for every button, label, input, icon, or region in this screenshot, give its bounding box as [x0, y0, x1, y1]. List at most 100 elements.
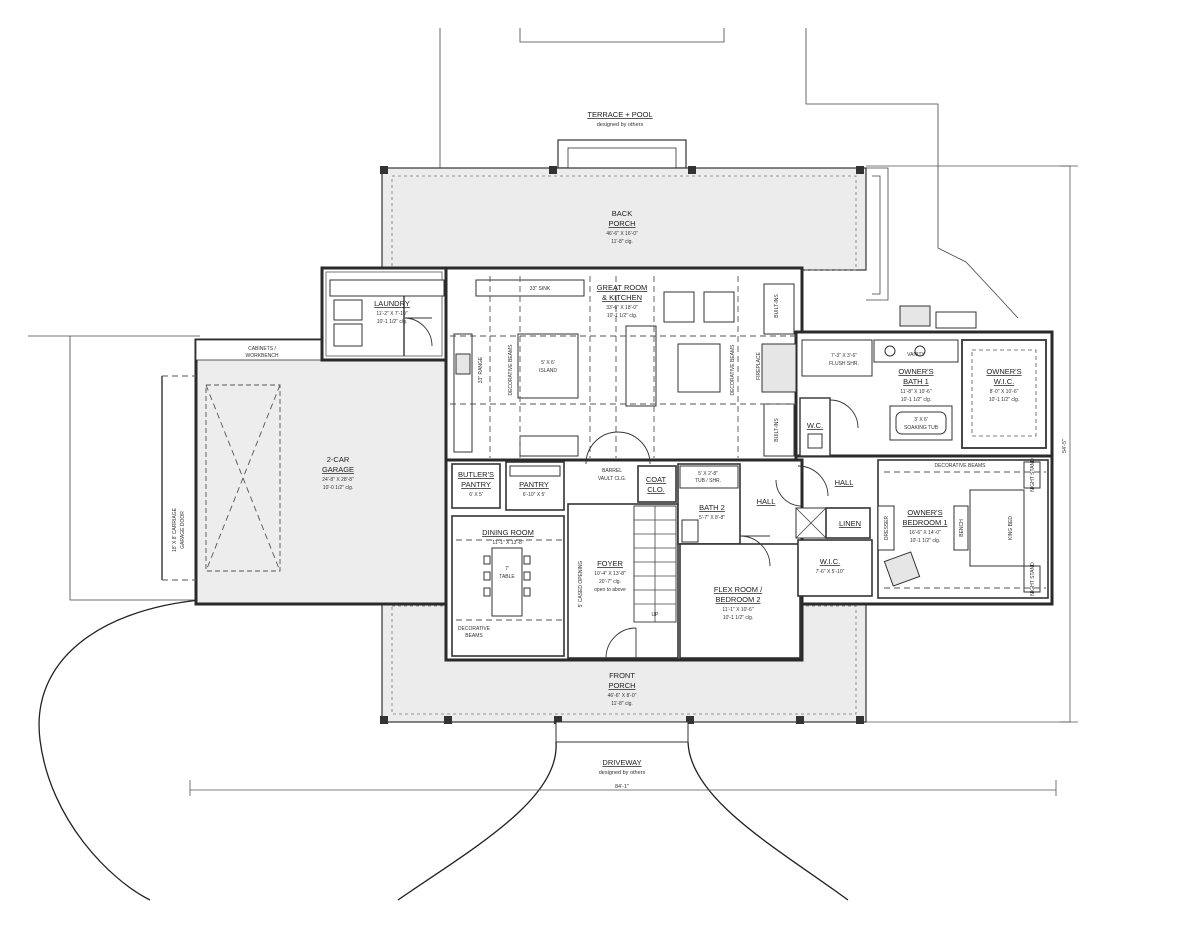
back-porch-size: 46'-6" X 16'-0" — [606, 231, 638, 237]
garage-label: 2-CAR — [327, 455, 350, 464]
dec-beams-dining: DECORATIVE — [458, 626, 491, 632]
foyer — [567, 465, 679, 659]
laundry-fixtures — [329, 279, 445, 356]
workbench-label: WORKBENCH — [245, 353, 278, 359]
owners-bed-ceiling: 10'-1 1/2" clg. — [910, 538, 940, 544]
owners-bath-label-2: BATH 1 — [903, 377, 929, 386]
fireplace-label: FIREPLACE — [756, 351, 762, 379]
flex-size: 11'-1" X 10'-6" — [722, 607, 753, 613]
back-porch-ceiling: 11'-8" clg. — [611, 239, 633, 245]
coat-label-2: CLO. — [647, 485, 665, 494]
hall1-label: HALL — [757, 497, 776, 506]
foyer-size: 10'-4" X 13'-8" — [594, 571, 626, 577]
garage — [161, 338, 448, 606]
front-porch-ceiling: 11'-8" clg. — [611, 701, 633, 707]
linen-label: LINEN — [839, 519, 861, 528]
barrel-label: BARREL — [602, 468, 622, 474]
butlers-pantry-label: BUTLER'S — [458, 470, 494, 479]
garage-door-label-2: GARAGE DOOR — [180, 511, 186, 549]
soaking-tub-size: 3' X 6' — [914, 417, 928, 423]
owners-bed-size: 16'-6" X 14'-0" — [909, 530, 941, 536]
back-porch — [380, 166, 867, 271]
owners-wic-ceiling: 10'-1 1/2" clg. — [989, 397, 1019, 403]
range-label: 33" RANGE — [478, 356, 484, 383]
garage-size: 24'-8" X 28'-8" — [322, 477, 354, 483]
overall-width: 84'-1" — [615, 784, 629, 790]
flex-label-2: BEDROOM 2 — [715, 595, 760, 604]
table-label: 7' — [505, 566, 509, 572]
bath2-size: 5'-7" X 8'-8" — [699, 515, 725, 521]
dining-size: 11'-1" X 13'-8" — [492, 540, 523, 546]
wic-size: 7'-6" X 5'-10" — [816, 569, 845, 575]
vault-label: VAULT CLG. — [598, 476, 626, 482]
flex-ceiling: 10'-1 1/2" clg. — [723, 615, 753, 621]
great-room-label: GREAT ROOM — [597, 283, 648, 292]
soaking-tub-label: SOAKING TUB — [904, 425, 939, 431]
bath2-label: BATH 2 — [699, 503, 725, 512]
back-porch-label: BACK — [612, 209, 632, 218]
great-room-ceiling: 10'-1 1/2" clg. — [607, 313, 637, 319]
great-room-label-2: & KITCHEN — [602, 293, 642, 302]
dec-beams-kitchen: DECORATIVE BEAMS — [508, 344, 514, 396]
vanity-label: VANITY — [907, 352, 925, 358]
foyer-label: FOYER — [597, 559, 623, 568]
kitchen-great-room — [450, 276, 800, 465]
dresser-label: DRESSER — [884, 516, 890, 541]
driveway-label: DRIVEWAY — [602, 758, 641, 767]
flex-label: FLEX ROOM / — [714, 585, 763, 594]
island-label-2: ISLAND — [539, 368, 557, 374]
pantry-label: PANTRY — [519, 480, 549, 489]
terrace-steps — [557, 139, 687, 169]
bath2-flex — [677, 463, 801, 659]
overall-depth: 54'-5" — [1062, 439, 1068, 453]
terrace-note: designed by others — [597, 122, 644, 128]
shower-size: 7'-3" X 3'-6" — [831, 353, 857, 359]
wc-label: W.C. — [807, 421, 823, 430]
sink-label: 33" SINK — [530, 286, 551, 292]
coat-label: COAT — [646, 475, 667, 484]
wic-label: W.I.C. — [820, 557, 840, 566]
back-porch-label-2: PORCH — [608, 219, 635, 228]
dec-beams-dining-2: BEAMS — [465, 633, 483, 639]
table-label-2: TABLE — [499, 574, 515, 580]
room-labels: BACK PORCH 46'-6" X 16'-0" 11'-8" clg. L… — [172, 209, 1036, 707]
butlers-pantry-label-2: PANTRY — [461, 480, 491, 489]
pantries — [451, 461, 565, 657]
owners-bed-label-2: BEDROOM 1 — [902, 518, 947, 527]
owners-bath-ceiling: 10'-1 1/2" clg. — [901, 397, 931, 403]
owners-bath-label: OWNER'S — [898, 367, 933, 376]
stair-up-label: UP — [652, 612, 660, 618]
tub-size: 5' X 2'-8" — [698, 471, 718, 477]
owners-suite-baths — [799, 305, 1047, 457]
front-porch-size: 46'-6" X 8'-0" — [608, 693, 637, 699]
dimension-lines — [189, 165, 1078, 796]
owners-bed-label: OWNER'S — [907, 508, 942, 517]
hall2-label: HALL — [835, 478, 854, 487]
owners-wic-size: 8'-0" X 10'-6" — [990, 389, 1019, 395]
site-labels: TERRACE + POOL designed by others DRIVEW… — [587, 110, 1068, 790]
foyer-ceiling: 20'-7" clg. — [599, 579, 621, 585]
dining-label: DINING ROOM — [482, 528, 534, 537]
tub-label: TUB / SHR. — [695, 478, 721, 484]
owners-wic-label-2: W.I.C. — [994, 377, 1014, 386]
owners-wic-label: OWNER'S — [986, 367, 1021, 376]
laundry-ceiling: 10'-1 1/2" clg. — [377, 319, 407, 325]
hall-area — [775, 465, 873, 597]
butlers-pantry-size: 6' X 5' — [469, 492, 483, 498]
nightstand-lower: NIGHT STAND — [1030, 562, 1036, 596]
king-bed-label: KING BED — [1008, 516, 1014, 540]
garage-label-2: GARAGE — [322, 465, 354, 474]
built-ins-lower: BUILT-INS — [774, 418, 780, 442]
terrace-label: TERRACE + POOL — [587, 110, 652, 119]
pantry-size: 6'-10" X 5' — [523, 492, 546, 498]
laundry-label: LAUNDRY — [374, 299, 410, 308]
built-ins-upper: BUILT-INS — [774, 294, 780, 318]
owners-bedroom — [877, 459, 1049, 599]
owners-bath-size: 11'-8" X 10'-6" — [900, 389, 931, 395]
driveway-note: designed by others — [599, 770, 646, 776]
front-porch-label: FRONT — [609, 671, 635, 680]
nightstand-upper: NIGHT STAND — [1030, 458, 1036, 492]
laundry-size: 11'-2" X 7'-10" — [376, 311, 407, 317]
cabinets-label: CABINETS / — [248, 346, 276, 352]
foyer-note: open to above — [594, 587, 626, 593]
